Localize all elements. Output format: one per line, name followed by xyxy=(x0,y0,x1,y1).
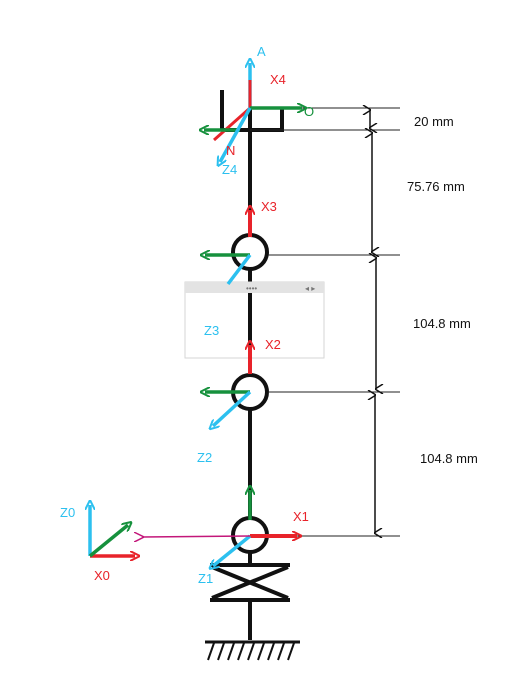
axis-label-z3: Z3 xyxy=(204,323,219,338)
joint-3-icon xyxy=(231,233,269,271)
dimension-d3-label: 104.8 mm xyxy=(413,316,471,331)
axis-label-z2: Z2 xyxy=(197,450,212,465)
axis-label-n: N xyxy=(226,143,235,158)
dimension-arrows xyxy=(370,110,376,533)
axis-label-z0: Z0 xyxy=(60,505,75,520)
axis-label-o: O xyxy=(304,104,314,119)
panel-grip-icon[interactable]: •••• xyxy=(246,284,257,293)
frame-3-axes xyxy=(205,210,250,286)
dimension-d1-label: 20 mm xyxy=(414,114,454,129)
frame-2-axes xyxy=(205,345,250,426)
axis-label-x4: X4 xyxy=(270,72,286,87)
axis-label-x2: X2 xyxy=(265,337,281,352)
ground-hatch-icon xyxy=(205,640,300,661)
axis-label-a: A xyxy=(257,44,266,59)
base-offset-arrow xyxy=(142,536,251,537)
axis-label-z4: Z4 xyxy=(222,162,237,177)
dimension-d4-label: 104.8 mm xyxy=(420,451,478,466)
axis-label-x1: X1 xyxy=(293,509,309,524)
frame-0-axes xyxy=(90,505,135,556)
floating-panel[interactable]: •••• ◂ ▸ xyxy=(184,281,325,359)
rotary-base-icon xyxy=(210,563,290,602)
frame-4-axes xyxy=(204,63,302,162)
dimension-d2-label: 75.76 mm xyxy=(407,179,465,194)
axis-label-x3: X3 xyxy=(261,199,277,214)
axis-label-z1: Z1 xyxy=(198,571,213,586)
panel-title-bar[interactable] xyxy=(185,282,324,293)
panel-nav-icon[interactable]: ◂ ▸ xyxy=(305,284,315,293)
frame-1-axes xyxy=(213,490,297,566)
axis-label-x0: X0 xyxy=(94,568,110,583)
